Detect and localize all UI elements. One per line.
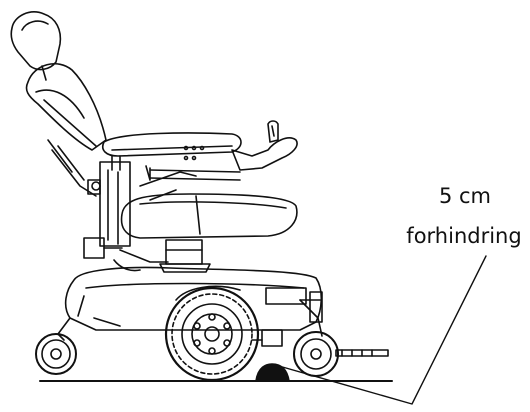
base-bracket	[251, 329, 283, 347]
armrest	[102, 132, 242, 171]
backrest	[25, 62, 107, 197]
footrest	[335, 349, 389, 357]
joystick-controller	[145, 120, 298, 181]
seat-cushion	[120, 193, 298, 239]
seat-frame	[83, 161, 211, 273]
leader-line	[278, 255, 487, 405]
headrest	[10, 11, 62, 81]
rear-caster-wheel	[35, 317, 77, 375]
annotation-line-2: forhindring	[406, 224, 522, 248]
obstacle-bump	[255, 363, 290, 382]
drive-wheel	[164, 285, 260, 382]
base-body	[64, 266, 323, 331]
annotation-line-1: 5 cm	[438, 184, 492, 208]
